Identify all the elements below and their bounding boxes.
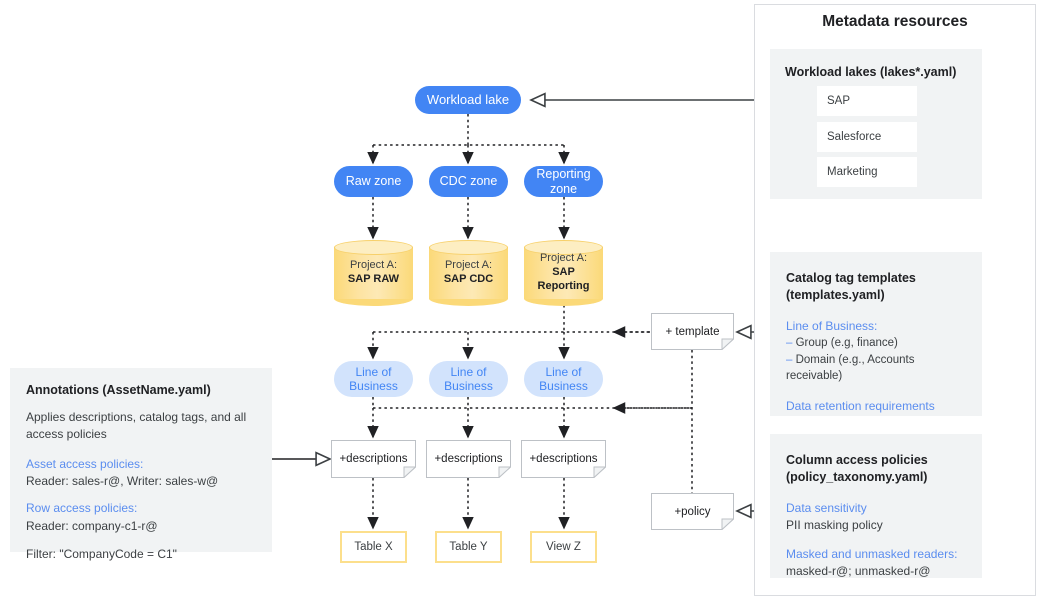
cylinder-top bbox=[334, 240, 413, 255]
datastore-sap-reporting[interactable]: Project A: SAP Reporting bbox=[524, 240, 603, 306]
output-table-x[interactable]: Table X bbox=[340, 531, 407, 563]
metadata-resources-title: Metadata resources bbox=[822, 13, 968, 30]
note-label: +descriptions bbox=[339, 453, 408, 465]
column-policies-title-2: (policy_taxonomy.yaml) bbox=[786, 469, 928, 484]
catalog-templates-title-2: (templates.yaml) bbox=[786, 287, 885, 302]
workload-lakes-title: Workload lakes (lakes*.yaml) bbox=[785, 65, 957, 79]
note-template[interactable]: + template bbox=[651, 313, 734, 350]
lake-item-salesforce[interactable]: Salesforce bbox=[817, 122, 917, 152]
lob-item-group-label: Group (e.g, finance) bbox=[795, 337, 898, 350]
datastore-project: Project A: bbox=[539, 252, 588, 265]
lake-item-marketing[interactable]: Marketing bbox=[817, 157, 917, 187]
note-shape bbox=[521, 440, 606, 478]
annotations-description: Applies descriptions, catalog tags, and … bbox=[26, 409, 247, 442]
masked-readers-heading: Masked and unmasked readers: bbox=[786, 546, 958, 561]
data-retention-heading: Data retention requirements bbox=[786, 399, 935, 414]
tag-line-of-business-cdc[interactable]: Line of Business bbox=[429, 361, 508, 397]
note-descriptions-cdc[interactable]: +descriptions bbox=[426, 440, 511, 478]
datastore-name: SAP bbox=[552, 266, 575, 279]
tag-line-of-business-reporting[interactable]: Line of Business bbox=[524, 361, 603, 397]
lob-item-group: – Group (e.g, finance) bbox=[786, 335, 966, 352]
datastore-project: Project A: bbox=[349, 259, 398, 272]
datastore-label: Project A: SAP RAW bbox=[334, 240, 413, 306]
node-raw-zone[interactable]: Raw zone bbox=[334, 166, 413, 197]
data-sensitivity-value: PII masking policy bbox=[786, 518, 883, 533]
catalog-templates-group: Catalog tag templates (templates.yaml) L… bbox=[770, 252, 982, 416]
note-label: +policy bbox=[674, 505, 711, 518]
row-filter-value: Filter: "CompanyCode = C1" bbox=[26, 547, 177, 562]
datastore-label: Project A: SAP CDC bbox=[429, 240, 508, 306]
bullet-dash-icon: – bbox=[786, 337, 793, 350]
column-policies-title-1: Column access policies bbox=[786, 453, 928, 467]
output-view-z[interactable]: View Z bbox=[530, 531, 597, 563]
masked-readers-value: masked-r@; unmasked-r@ bbox=[786, 563, 931, 578]
datastore-project: Project A: bbox=[444, 259, 493, 272]
note-policy[interactable]: +policy bbox=[651, 493, 734, 530]
lob-item-domain-label: Domain (e.g., Accounts receivable) bbox=[786, 353, 915, 383]
tag-line-of-business-raw[interactable]: Line of Business bbox=[334, 361, 413, 397]
note-descriptions-reporting[interactable]: +descriptions bbox=[521, 440, 606, 478]
row-access-heading: Row access policies: bbox=[26, 501, 138, 516]
datastore-name-2: Reporting bbox=[537, 279, 590, 292]
datastore-name: SAP CDC bbox=[443, 273, 494, 285]
note-shape bbox=[651, 493, 734, 530]
asset-access-heading: Asset access policies: bbox=[26, 456, 144, 471]
asset-access-value: Reader: sales-r@, Writer: sales-w@ bbox=[26, 474, 219, 489]
annotations-panel: Annotations (AssetName.yaml) Applies des… bbox=[10, 368, 272, 561]
lob-item-domain: – Domain (e.g., Accounts receivable) bbox=[786, 352, 966, 385]
data-sensitivity-heading: Data sensitivity bbox=[786, 500, 867, 515]
note-shape bbox=[426, 440, 511, 478]
annotations-title: Annotations (AssetName.yaml) bbox=[26, 383, 211, 397]
note-shape bbox=[331, 440, 416, 478]
catalog-templates-title-1: Catalog tag templates bbox=[786, 271, 916, 285]
note-shape bbox=[651, 313, 734, 350]
line-of-business-heading: Line of Business: bbox=[786, 318, 878, 333]
cylinder-top bbox=[524, 240, 603, 255]
bullet-dash-icon: – bbox=[786, 353, 793, 366]
note-label: + template bbox=[665, 325, 720, 338]
row-access-value: Reader: company-c1-r@ bbox=[26, 518, 158, 533]
output-table-y[interactable]: Table Y bbox=[435, 531, 502, 563]
note-label: +descriptions bbox=[529, 453, 598, 465]
datastore-name: SAP RAW bbox=[347, 273, 400, 285]
lake-item-sap[interactable]: SAP bbox=[817, 86, 917, 116]
cylinder-body bbox=[334, 247, 413, 299]
column-policies-group: Column access policies (policy_taxonomy.… bbox=[770, 434, 982, 578]
cylinder-body bbox=[524, 247, 603, 299]
node-reporting-zone[interactable]: Reporting zone bbox=[524, 166, 603, 197]
cylinder-body bbox=[429, 247, 508, 299]
datastore-label: Project A: SAP Reporting bbox=[524, 240, 603, 306]
note-descriptions-raw[interactable]: +descriptions bbox=[331, 440, 416, 478]
datastore-sap-raw[interactable]: Project A: SAP RAW bbox=[334, 240, 413, 306]
cylinder-top bbox=[429, 240, 508, 255]
note-label: +descriptions bbox=[434, 453, 503, 465]
datastore-sap-cdc[interactable]: Project A: SAP CDC bbox=[429, 240, 508, 306]
node-workload-lake[interactable]: Workload lake bbox=[415, 86, 521, 114]
node-cdc-zone[interactable]: CDC zone bbox=[429, 166, 508, 197]
